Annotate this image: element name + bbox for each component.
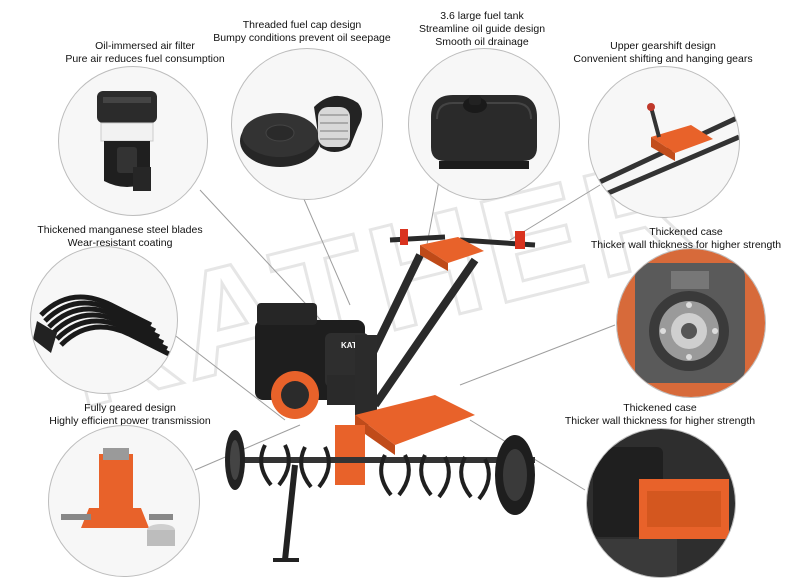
caption-blades: Thickened manganese steel blades Wear-re… [0, 224, 250, 250]
caption-geared: Fully geared design Highly efficient pow… [0, 402, 260, 428]
connector-fuel-tank [424, 174, 441, 256]
handlebar-right [371, 257, 479, 408]
fender [355, 395, 475, 445]
caption-air-filter: Oil-immersed air filter Pure air reduces… [15, 40, 275, 66]
caption-title: 3.6 large fuel tank [440, 10, 524, 22]
connector-fuel-cap [299, 189, 351, 306]
caption-title: Threaded fuel cap design [242, 19, 362, 31]
case-2-photo [586, 428, 736, 578]
fuel-cap-photo [231, 48, 383, 200]
caption-case-1: Thickened case Thicker wall thickness fo… [556, 226, 790, 252]
caption-fuel-cap: Threaded fuel cap design Bumpy condition… [172, 19, 432, 45]
connector-geared [194, 424, 301, 471]
connector-blades [154, 319, 286, 421]
blades-photo [30, 246, 178, 394]
connector-gearshift [509, 184, 601, 241]
fuel-tank-photo [408, 48, 560, 200]
caption-gearshift: Upper gearshift design Convenient shifti… [533, 40, 790, 66]
caption-subtitle: Convenient shifting and hanging gears [573, 53, 753, 65]
caption-subtitle: Bumpy conditions prevent oil seepage [213, 32, 391, 44]
case-1-photo [616, 248, 766, 398]
caption-fuel-tank: 3.6 large fuel tank Streamline oil guide… [352, 10, 612, 49]
geared-photo [48, 425, 200, 577]
caption-title: Fully geared design [84, 402, 176, 414]
caption-subtitle: Streamline oil guide design [418, 23, 546, 35]
connector-case-1 [459, 324, 616, 386]
air-filter-photo [58, 66, 208, 216]
caption-subtitle: Highly efficient power transmission [49, 415, 211, 427]
gearshift-box [420, 237, 484, 263]
caption-subtitle: Pure air reduces fuel consumption [65, 53, 225, 65]
stand [282, 464, 298, 561]
gearshift-photo [588, 66, 740, 218]
caption-title: Thickened case [649, 226, 723, 238]
caption-case-2: Thickened case Thicker wall thickness fo… [530, 402, 790, 428]
caption-title: Thickened case [623, 402, 697, 414]
tiller-machine: KATHER [225, 229, 536, 562]
caption-subtitle: Thicker wall thickness for higher streng… [564, 415, 756, 427]
caption-title: Oil-immersed air filter [95, 40, 195, 52]
caption-subtitle: Thicker wall thickness for higher streng… [590, 239, 782, 251]
caption-subtitle-2: Smooth oil drainage [435, 36, 529, 48]
caption-title: Thickened manganese steel blades [37, 224, 203, 236]
caption-title: Upper gearshift design [610, 40, 716, 52]
tines [259, 444, 491, 501]
